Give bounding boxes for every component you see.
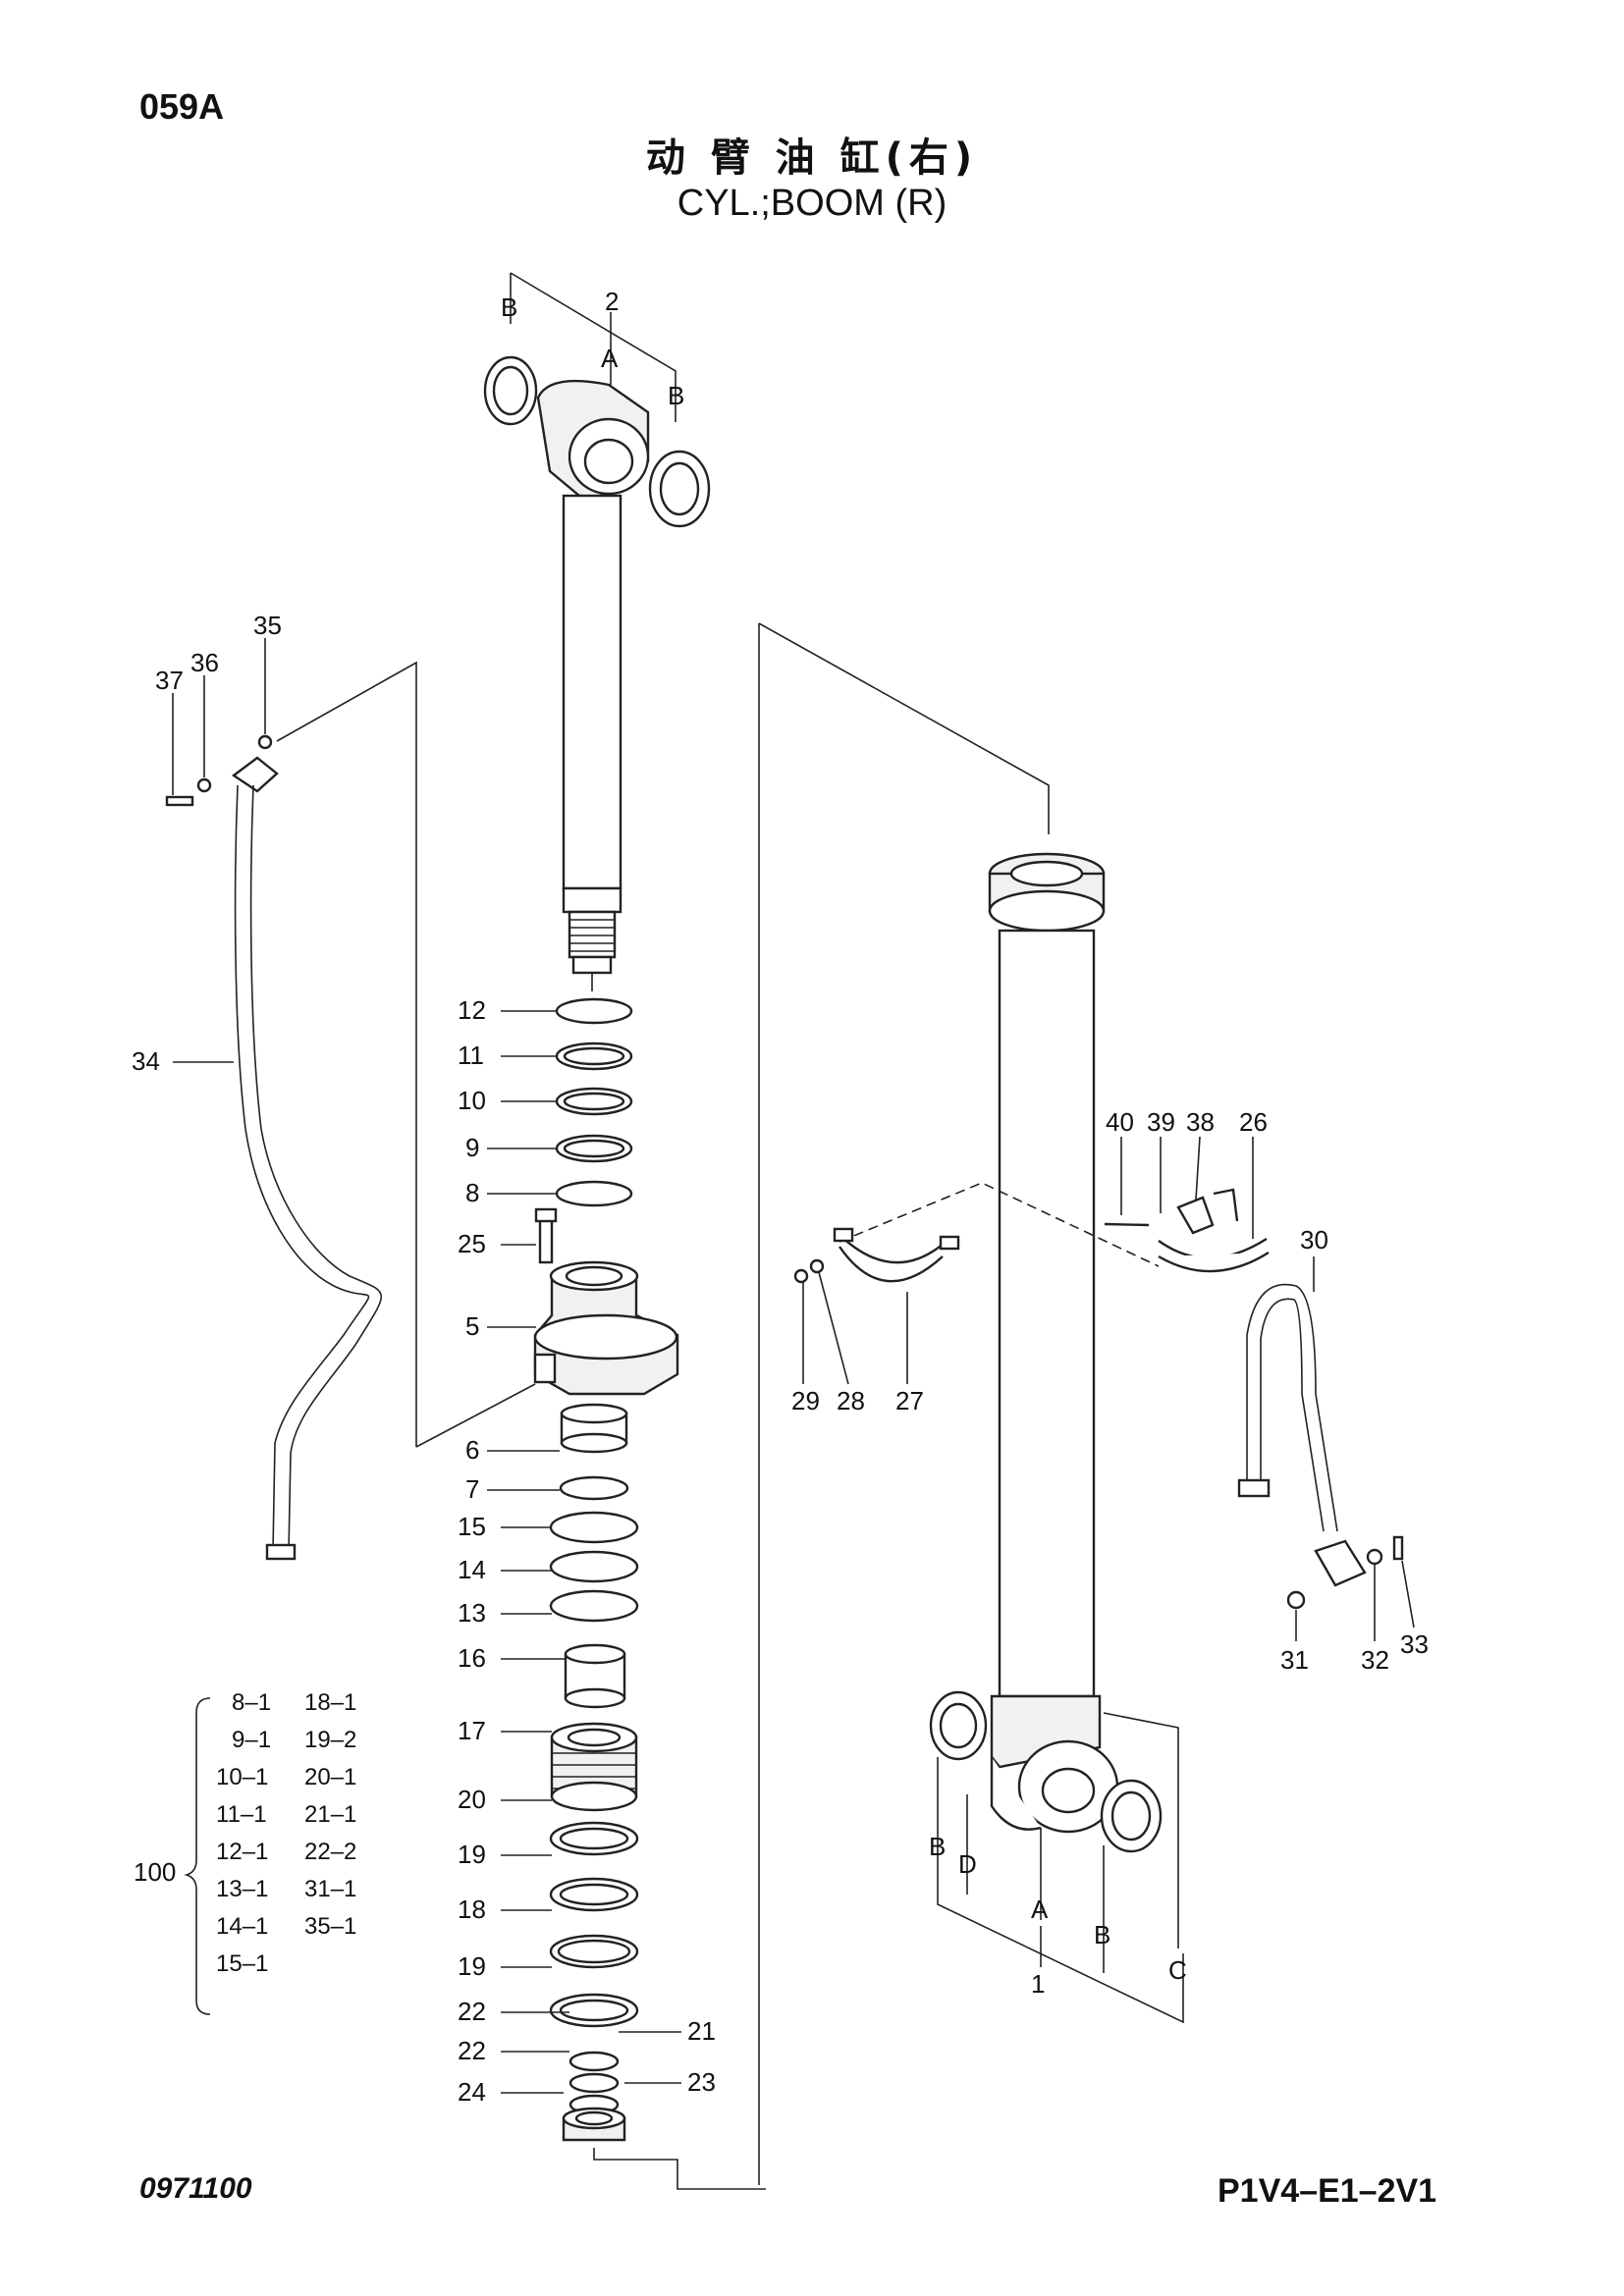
callout-30: 30 (1300, 1225, 1328, 1255)
seal-kit-item: 13–1 (216, 1876, 268, 1902)
callout-28: 28 (837, 1386, 865, 1415)
piston-parts (549, 1403, 639, 1812)
callout-20: 20 (458, 1785, 486, 1814)
callout-19-lower: 19 (458, 1951, 486, 1981)
cylinder-tube (929, 852, 1184, 2024)
page-title-chinese: 动 臂 油 缸(右) (645, 135, 979, 181)
seal-kit-item: 11–1 (216, 1801, 267, 1828)
callout-22-upper: 22 (458, 1997, 486, 2026)
callout-34: 34 (132, 1046, 160, 1076)
callout-letter-b-bottom-right: B (1094, 1920, 1110, 1949)
callout-18: 18 (458, 1895, 486, 1924)
callout-35: 35 (253, 611, 282, 640)
seal-kit-item: 35–1 (304, 1913, 356, 1940)
callout-2: 2 (605, 287, 619, 316)
callout-32: 32 (1361, 1645, 1389, 1675)
callout-letter-a-top: A (601, 344, 619, 373)
callout-29: 29 (791, 1386, 820, 1415)
rod-cover (533, 1207, 679, 1396)
seal-kit-item: 9–1 (232, 1727, 271, 1753)
callout-33: 33 (1400, 1629, 1429, 1659)
callout-5: 5 (465, 1311, 479, 1341)
callout-letter-b-top-right: B (668, 381, 684, 410)
callout-8: 8 (465, 1178, 479, 1207)
seal-kit-item: 15–1 (216, 1950, 268, 1977)
piston-rod (483, 272, 711, 991)
callout-11: 11 (458, 1041, 484, 1070)
callout-24: 24 (458, 2077, 486, 2107)
callout-10: 10 (458, 1086, 486, 1115)
seal-kit-item: 22–2 (304, 1839, 356, 1865)
guide-line-cover (415, 1383, 536, 1448)
callout-39: 39 (1147, 1107, 1175, 1137)
callout-13: 13 (458, 1598, 486, 1628)
page-code: 059A (139, 86, 225, 127)
seal-kit-item: 8–1 (232, 1689, 271, 1716)
seal-kit-number: 100 (134, 1857, 176, 1887)
pipe-clamps (793, 1182, 1270, 1284)
pipe-right (1237, 1283, 1404, 1610)
callout-25: 25 (458, 1229, 486, 1258)
document-code: 0971100 (139, 2172, 252, 2205)
seal-kit-item: 31–1 (304, 1876, 356, 1902)
callout-21: 21 (687, 2016, 716, 2046)
piston-rings-and-nut (549, 1821, 766, 2190)
callout-letter-b-bottom-left: B (929, 1832, 946, 1861)
callout-14: 14 (458, 1555, 486, 1584)
callout-26: 26 (1239, 1107, 1268, 1137)
callout-22-lower: 22 (458, 2036, 486, 2065)
guide-line-top (758, 622, 1050, 834)
seal-kit-item: 20–1 (304, 1764, 356, 1790)
page-reference: P1V4–E1–2V1 (1218, 2172, 1437, 2210)
callout-31: 31 (1280, 1645, 1309, 1675)
callout-letter-c-bottom: C (1168, 1955, 1187, 1985)
pipe-left (165, 661, 417, 1561)
callout-36: 36 (190, 648, 219, 677)
callout-27: 27 (895, 1386, 924, 1415)
rod-seal-rings (555, 997, 633, 1207)
page-title-english: CYL.;BOOM (R) (677, 183, 947, 224)
callout-19-upper: 19 (458, 1840, 486, 1869)
seal-kit-table: 100 8–1 18–1 9–1 19–2 10–1 20–1 11–1 21–… (134, 1689, 356, 2015)
callout-6: 6 (465, 1435, 479, 1465)
callout-12: 12 (458, 995, 486, 1025)
seal-kit-item: 18–1 (304, 1689, 356, 1716)
callout-17: 17 (458, 1716, 486, 1745)
seal-kit-item: 14–1 (216, 1913, 268, 1940)
seal-kit-item: 21–1 (304, 1801, 356, 1828)
callout-9: 9 (465, 1133, 479, 1162)
callout-letter-a-bottom: A (1031, 1895, 1049, 1924)
callout-37: 37 (155, 666, 184, 695)
callout-labels: 2 A B B 12 11 10 9 8 25 5 6 7 15 14 13 1… (132, 287, 1429, 2107)
callout-23: 23 (687, 2067, 716, 2097)
callout-1: 1 (1031, 1969, 1045, 1999)
seal-kit-item: 12–1 (216, 1839, 268, 1865)
callout-letter-b-top-left: B (501, 293, 517, 322)
callout-7: 7 (465, 1474, 479, 1504)
callout-38: 38 (1186, 1107, 1215, 1137)
seal-kit-item: 10–1 (216, 1764, 268, 1790)
callout-letter-d-bottom: D (958, 1849, 977, 1879)
seal-kit-item: 19–2 (304, 1727, 356, 1753)
callout-40: 40 (1106, 1107, 1134, 1137)
callout-16: 16 (458, 1643, 486, 1673)
callout-15: 15 (458, 1512, 486, 1541)
